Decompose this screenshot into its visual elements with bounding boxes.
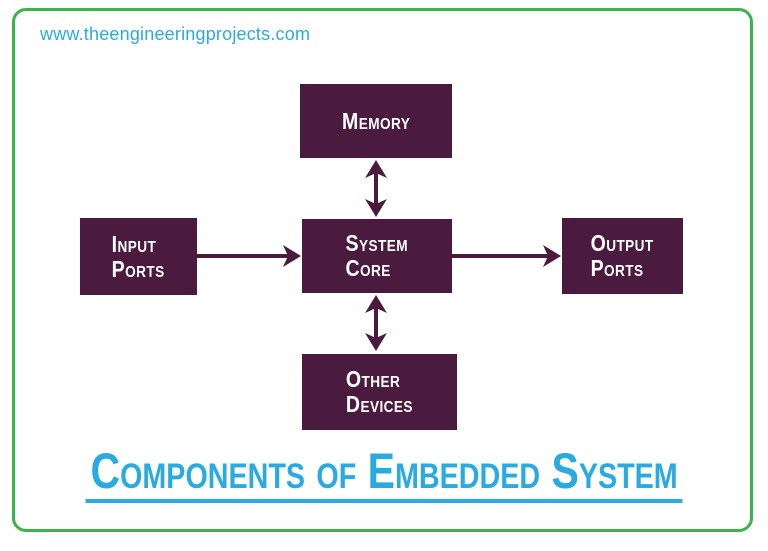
page-title: Components of Embedded System [85, 446, 683, 503]
node-other-devices-line2: Devices [346, 391, 413, 417]
node-memory-label: Memory [341, 107, 411, 134]
node-system-core: System Core [302, 219, 452, 293]
footer-title-container: Components of Embedded System [0, 446, 768, 503]
node-input-ports: Input Ports [80, 218, 197, 295]
node-input-ports-line1: Input [112, 230, 157, 257]
node-system-core-line1: System [345, 230, 409, 257]
node-output-ports: Output Ports [562, 218, 683, 294]
node-output-ports-line2: Ports [590, 255, 644, 281]
node-other-devices: Other Devices [302, 354, 457, 430]
page-border-frame [12, 8, 753, 532]
node-system-core-label: System Core [346, 231, 408, 281]
node-output-ports-label: Output Ports [591, 231, 654, 281]
node-output-ports-line1: Output [590, 230, 655, 257]
node-memory: Memory [300, 84, 452, 158]
node-other-devices-label: Other Devices [346, 367, 413, 417]
node-other-devices-line1: Other [346, 366, 401, 393]
node-input-ports-line2: Ports [112, 255, 165, 282]
node-system-core-line2: Core [345, 255, 392, 281]
node-input-ports-label: Input Ports [112, 230, 165, 282]
website-watermark: www.theengineeringprojects.com [40, 24, 311, 44]
